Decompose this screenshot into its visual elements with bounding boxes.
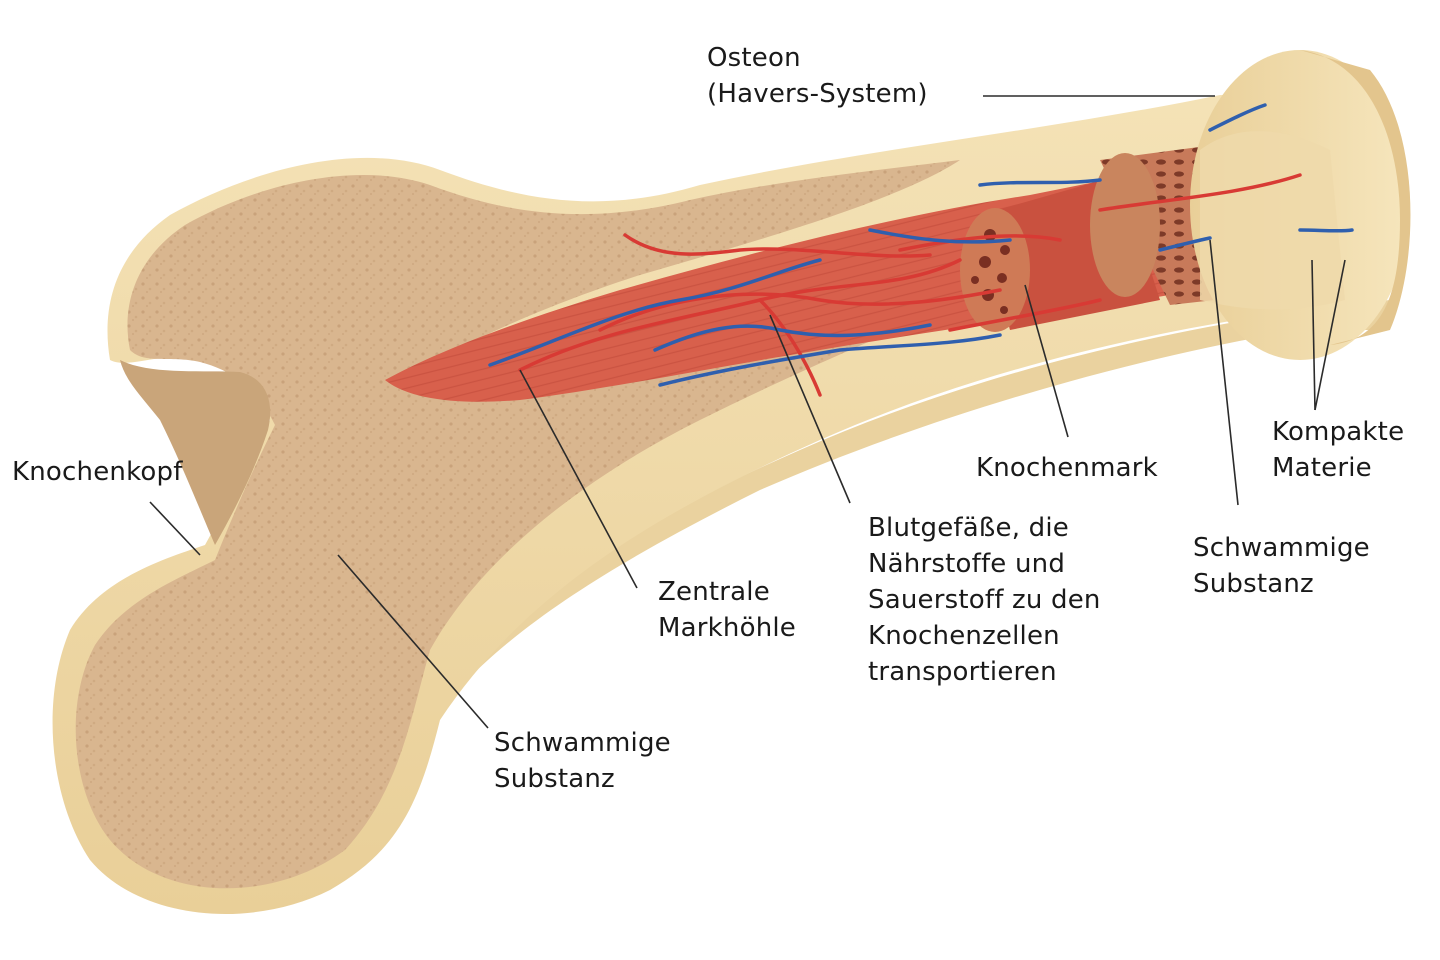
label-kompakte-line1: Kompakte (1272, 417, 1405, 447)
leader-knochenkopf (149, 501, 201, 556)
label-zentrale-line2: Markhöhle (658, 613, 796, 643)
end-cap-inner-cut (1200, 131, 1345, 310)
leader-kompakte-1 (1311, 259, 1316, 411)
label-osteon-line1: Osteon (707, 43, 801, 73)
label-blutgefaesse-line1: Blutgefäße, die (868, 513, 1069, 543)
label-knochenmark: Knochenmark (976, 450, 1158, 486)
label-osteon: Osteon (Havers-System) (707, 40, 928, 112)
label-kompakte-materie: Kompakte Materie (1272, 414, 1404, 486)
label-schwammige-substanz-rechts: Schwammige Substanz (1193, 530, 1370, 602)
arteries (518, 173, 1302, 397)
label-knochenmark-line1: Knochenmark (976, 453, 1158, 483)
label-schwammige-substanz-links: Schwammige Substanz (494, 725, 671, 797)
label-schwammige-links-line1: Schwammige (494, 728, 671, 758)
label-zentrale-markhoehle: Zentrale Markhöhle (658, 574, 796, 646)
label-schwammige-links-line2: Substanz (494, 764, 615, 794)
label-zentrale-line1: Zentrale (658, 577, 770, 607)
label-blutgefaesse: Blutgefäße, die Nährstoffe und Sauerstof… (868, 510, 1101, 690)
head-notch-shadow (120, 360, 271, 545)
label-knochenkopf: Knochenkopf (12, 454, 183, 490)
label-schwammige-rechts-line1: Schwammige (1193, 533, 1370, 563)
marrow-cylinder-face (960, 208, 1030, 332)
label-blutgefaesse-line3: Sauerstoff zu den (868, 585, 1101, 615)
leader-blutgefaesse (769, 314, 851, 504)
label-blutgefaesse-line2: Nährstoffe und (868, 549, 1066, 579)
veins (488, 103, 1354, 387)
label-kompakte-line2: Materie (1272, 453, 1372, 483)
spongy-cylinder-face (1090, 153, 1160, 297)
leader-schwammige-links (337, 554, 489, 729)
label-osteon-line2: (Havers-System) (707, 79, 928, 109)
leader-lines (149, 95, 1346, 729)
leader-knochenmark (1024, 284, 1069, 438)
label-knochenkopf-line1: Knochenkopf (12, 457, 183, 487)
label-blutgefaesse-line5: transportieren (868, 657, 1057, 687)
label-blutgefaesse-line4: Knochenzellen (868, 621, 1060, 651)
leader-schwammige-rechts (1209, 239, 1239, 506)
leader-kompakte-2 (1314, 259, 1346, 411)
label-schwammige-rechts-line2: Substanz (1193, 569, 1314, 599)
leader-zentrale (519, 369, 638, 589)
